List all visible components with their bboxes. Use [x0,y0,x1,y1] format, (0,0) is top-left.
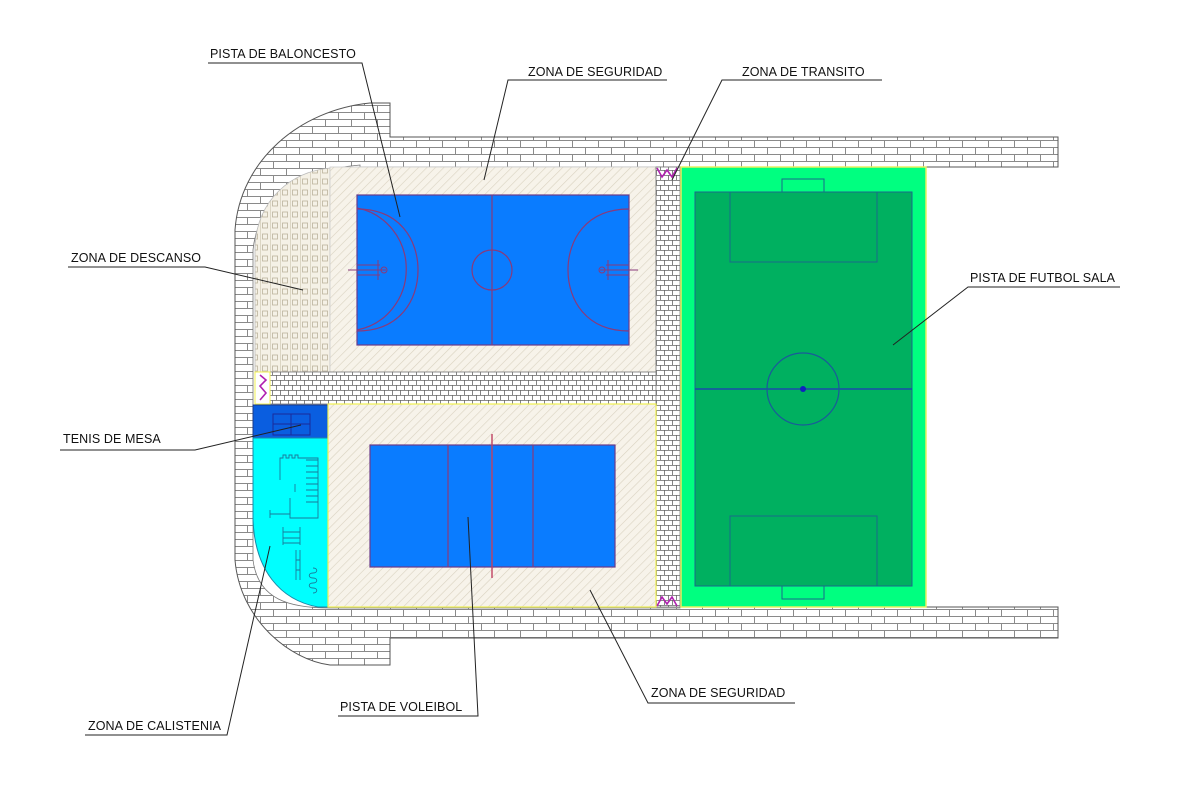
calisthenics-zone [252,437,329,608]
volleyball-court [369,434,616,578]
calisthenics-equipment-icon [269,454,319,594]
transit-zone-vertical [655,166,681,608]
transit-mark-icon [258,167,678,607]
futsal-pitch [680,166,927,608]
basketball-court [348,194,638,346]
ping-pong-table-icon [272,413,311,436]
label-table-tennis: TENIS DE MESA [63,432,161,446]
label-safety-zone-top: ZONA DE SEGURIDAD [528,65,663,79]
transit-zone-horizontal [269,371,681,405]
label-basketball-court: PISTA DE BALONCESTO [210,47,356,61]
label-transit-zone: ZONA DE TRANSITO [742,65,865,79]
label-rest-zone: ZONA DE DESCANSO [71,251,202,265]
label-calisthenics-zone: ZONA DE CALISTENIA [88,719,222,733]
label-safety-zone-bottom: ZONA DE SEGURIDAD [651,686,786,700]
label-volleyball-court: PISTA DE VOLEIBOL [340,700,463,714]
rest-zone [254,167,331,373]
label-futsal-pitch: PISTA DE FUTBOL SALA [970,271,1116,285]
leader-lines [60,62,1120,736]
